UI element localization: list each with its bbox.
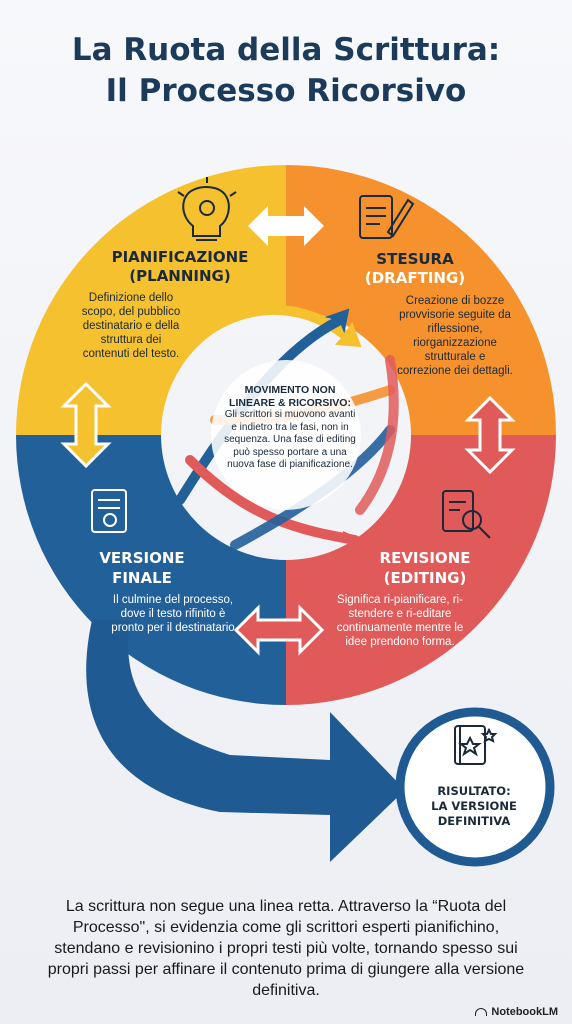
result-line-3: DEFINITIVA xyxy=(437,814,511,828)
final-segment xyxy=(16,435,286,705)
planning-title-line-2: (PLANNING) xyxy=(129,267,231,285)
notebooklm-logo-icon xyxy=(475,1008,488,1016)
drafting-title-line-1: STESURA xyxy=(376,250,454,268)
center-body: Gli scrittori si muovono avanti e indiet… xyxy=(224,409,356,470)
final-title-line-1: VERSIONE xyxy=(99,549,185,567)
planning-title-line-1: PIANIFICAZIONE xyxy=(111,248,249,266)
certificate-scroll-icon xyxy=(91,489,127,533)
final-description: Il culmine del processo, dove il testo r… xyxy=(111,594,235,634)
center-heading: MOVIMENTO NON LINEARE & RICORSIVO: xyxy=(229,384,351,409)
footer-text: La scrittura non segue una linea retta. … xyxy=(47,898,525,999)
scroll-pen-icon xyxy=(359,195,415,239)
lightbulb-gear-icon xyxy=(177,177,237,241)
editing-title-line-2: (EDITING) xyxy=(383,569,467,587)
brand-badge: NotebookLM xyxy=(475,1006,558,1018)
planning-title: PIANIFICAZIONE (PLANNING) xyxy=(80,248,280,286)
title-line-1: La Ruota della Scrittura: xyxy=(71,32,501,68)
editing-description: Significa ri-pianificare, ri-stendere e … xyxy=(336,594,464,648)
document-magnifier-icon xyxy=(442,490,491,539)
planning-description: Definizione dello scopo, del pubblico de… xyxy=(81,292,181,360)
result-circle xyxy=(395,707,555,867)
arrow-planning-final xyxy=(60,381,112,469)
result-label: RISULTATO: LA VERSIONE DEFINITIVA xyxy=(407,784,541,829)
brand-label: NotebookLM xyxy=(491,1006,558,1018)
title-line-2: Il Processo Ricorsivo xyxy=(105,73,467,109)
drafting-title: STESURA (DRAFTING) xyxy=(350,250,480,288)
drafting-description: Creazione di bozze provvisorie seguite d… xyxy=(397,295,513,377)
result-flow-arrow xyxy=(86,620,405,862)
center-circle xyxy=(211,360,361,510)
drafting-segment xyxy=(286,165,556,435)
final-title-line-2: FINALE xyxy=(112,569,172,587)
editing-title-line-1: REVISIONE xyxy=(379,549,471,567)
arrow-planning-drafting xyxy=(248,206,324,246)
book-stars-icon xyxy=(454,725,498,765)
drafting-title-line-2: (DRAFTING) xyxy=(364,269,466,287)
final-title: VERSIONE FINALE xyxy=(82,548,202,588)
page-title: La Ruota della Scrittura: Il Processo Ri… xyxy=(0,30,572,112)
arrow-drafting-editing xyxy=(464,395,516,475)
arrow-final-editing xyxy=(233,604,325,656)
result-line-1: RISULTATO: xyxy=(437,784,511,798)
editing-segment xyxy=(286,435,556,705)
planning-segment xyxy=(16,165,286,435)
editing-title: REVISIONE (EDITING) xyxy=(360,548,490,588)
result-line-2: LA VERSIONE xyxy=(431,799,517,813)
center-text: MOVIMENTO NON LINEARE & RICORSIVO: Gli s… xyxy=(224,384,356,472)
